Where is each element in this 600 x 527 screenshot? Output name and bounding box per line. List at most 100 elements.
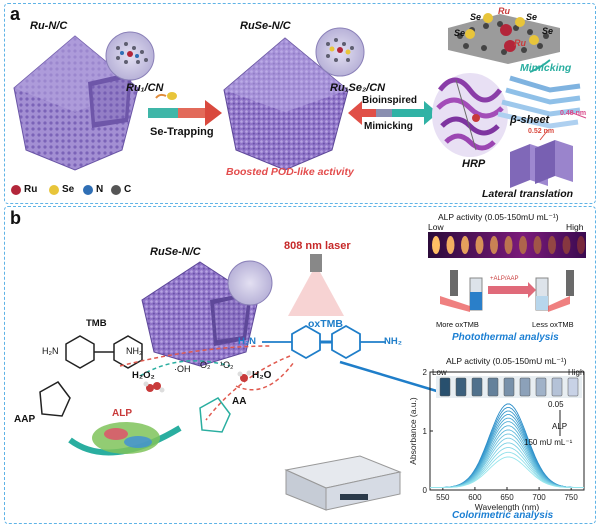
ru1se2-cn-label: Ru₁Se₂/CN [330,82,386,94]
h2n-plus-label: H₂N [238,336,256,347]
thermal-spot [446,236,455,254]
colorimetric-label: Colorimetric analysis [452,510,554,521]
distance-052-label: 0.52 nm [528,128,555,135]
cuvette [567,377,579,397]
conc-alp-label: ALP [552,422,568,431]
high-label: High [566,222,584,232]
cuvette [439,377,451,397]
legend-ru-label: Ru [24,184,38,195]
oh-label: ·OH [174,364,191,374]
oxtmb-molecule [262,324,386,360]
atom-legend [11,185,121,195]
cuvette [487,377,499,397]
struct-se-1: Se [470,12,482,22]
y-tick-label: 1 [423,427,428,436]
lateral-translation-label: Lateral translation [482,188,574,200]
legend-ru-icon [11,185,21,195]
y-axis-label: Absorbance (a.u.) [408,397,418,465]
photothermal-setup [440,270,574,312]
legend-n-icon [83,185,93,195]
less-oxtmb-label: Less oxTMB [532,320,574,329]
panel-a-graphics [11,13,587,195]
o2-label: O₂ [200,360,211,370]
cuvette [503,377,515,397]
nh2-label: NH₂ [126,346,143,356]
panel-a [4,3,596,204]
ru1-cn-label: Ru₁/CN [126,82,164,94]
conc-low-label: 0.05 [548,400,564,409]
thermal-spots [432,236,585,254]
panel-a-letter: a [10,4,21,24]
low2-label: Low [432,368,447,377]
ruse-nc-zoom-b [227,260,273,306]
x-tick-label: 650 [500,493,514,502]
distance-048-label: 0.48 nm [560,110,587,117]
legend-se-icon [49,185,59,195]
thermal-spot [504,236,513,254]
cuvette [455,377,467,397]
lateral-translation-sheets [510,111,587,188]
aap-label: AAP [14,414,36,425]
struct-ru-2: Ru [514,38,526,48]
molecule-icons [143,370,252,393]
oxtmb-to-spectrum-arrow [339,360,441,394]
cuvette-row [436,376,582,398]
thermal-spot [548,236,556,254]
bioinspired-arrow [348,101,438,125]
aa-label: AA [232,396,247,407]
x-tick-label: 550 [436,493,450,502]
hrp-label: HRP [462,158,486,170]
h2o2-label: H₂O₂ [132,370,155,381]
h2o2-arrow [139,360,231,377]
ru-nc-octahedron [13,35,139,171]
legend-c-icon [111,185,121,195]
oh-to-oxtmb-arrow [235,361,295,391]
cuvette [551,377,563,397]
spectrum-series-line [430,421,584,489]
aa-molecule [199,397,231,433]
thermal-spot [475,236,484,254]
cuvette [519,377,531,397]
spectrum-series-line [430,442,584,489]
ru-nc-label: Ru-N/C [30,20,68,32]
low-label: Low [428,222,444,232]
thermal-spot [432,236,440,254]
struct-se-2: Se [526,12,538,22]
se-trapping-arrow [148,92,222,126]
spectrophotometer [284,455,402,511]
hrp-protein [432,73,508,157]
nh2-plus-label: NH₂ [384,336,402,347]
spectrum-series-line [430,451,584,489]
mimicking-arrow-label: Mimicking [364,121,413,132]
x-tick-label: 700 [532,493,546,502]
oxtmb-label: oxTMB [308,318,343,330]
cuvette [535,377,547,397]
struct-se-3: Se [454,28,466,38]
h2o-label: H₂O [252,370,272,381]
ruse-nc-label-b: RuSe-N/C [150,246,201,258]
ru1se2-cn-lattice [326,38,354,62]
bioinspired-label: Bioinspired [362,95,418,106]
thermal-spot [490,236,498,254]
high2-label: High [568,368,585,377]
aap-molecule [39,381,71,417]
thermal-spot [519,236,527,254]
alp-label: ALP [112,408,132,419]
alp-aap-label: +ALP/AAP [490,276,519,282]
thermal-spot [533,236,542,254]
thermal-spot [461,236,469,254]
panel-b [4,206,596,524]
struct-ru-1: Ru [498,6,510,16]
x-axis-label: Wavelength (nm) [475,502,540,512]
legend-n-label: N [96,184,104,195]
x-tick-label: 750 [564,493,578,502]
ru1-cn-lattice [116,42,148,64]
tmb-molecule [65,335,143,369]
alp-enzyme [92,422,160,454]
y-tick-label: 0 [423,486,428,495]
beta-sheet-label: β-sheet [510,114,550,126]
mimicking-top-label: Mimicking [520,62,572,74]
aa-reduce-arrow [205,355,291,421]
